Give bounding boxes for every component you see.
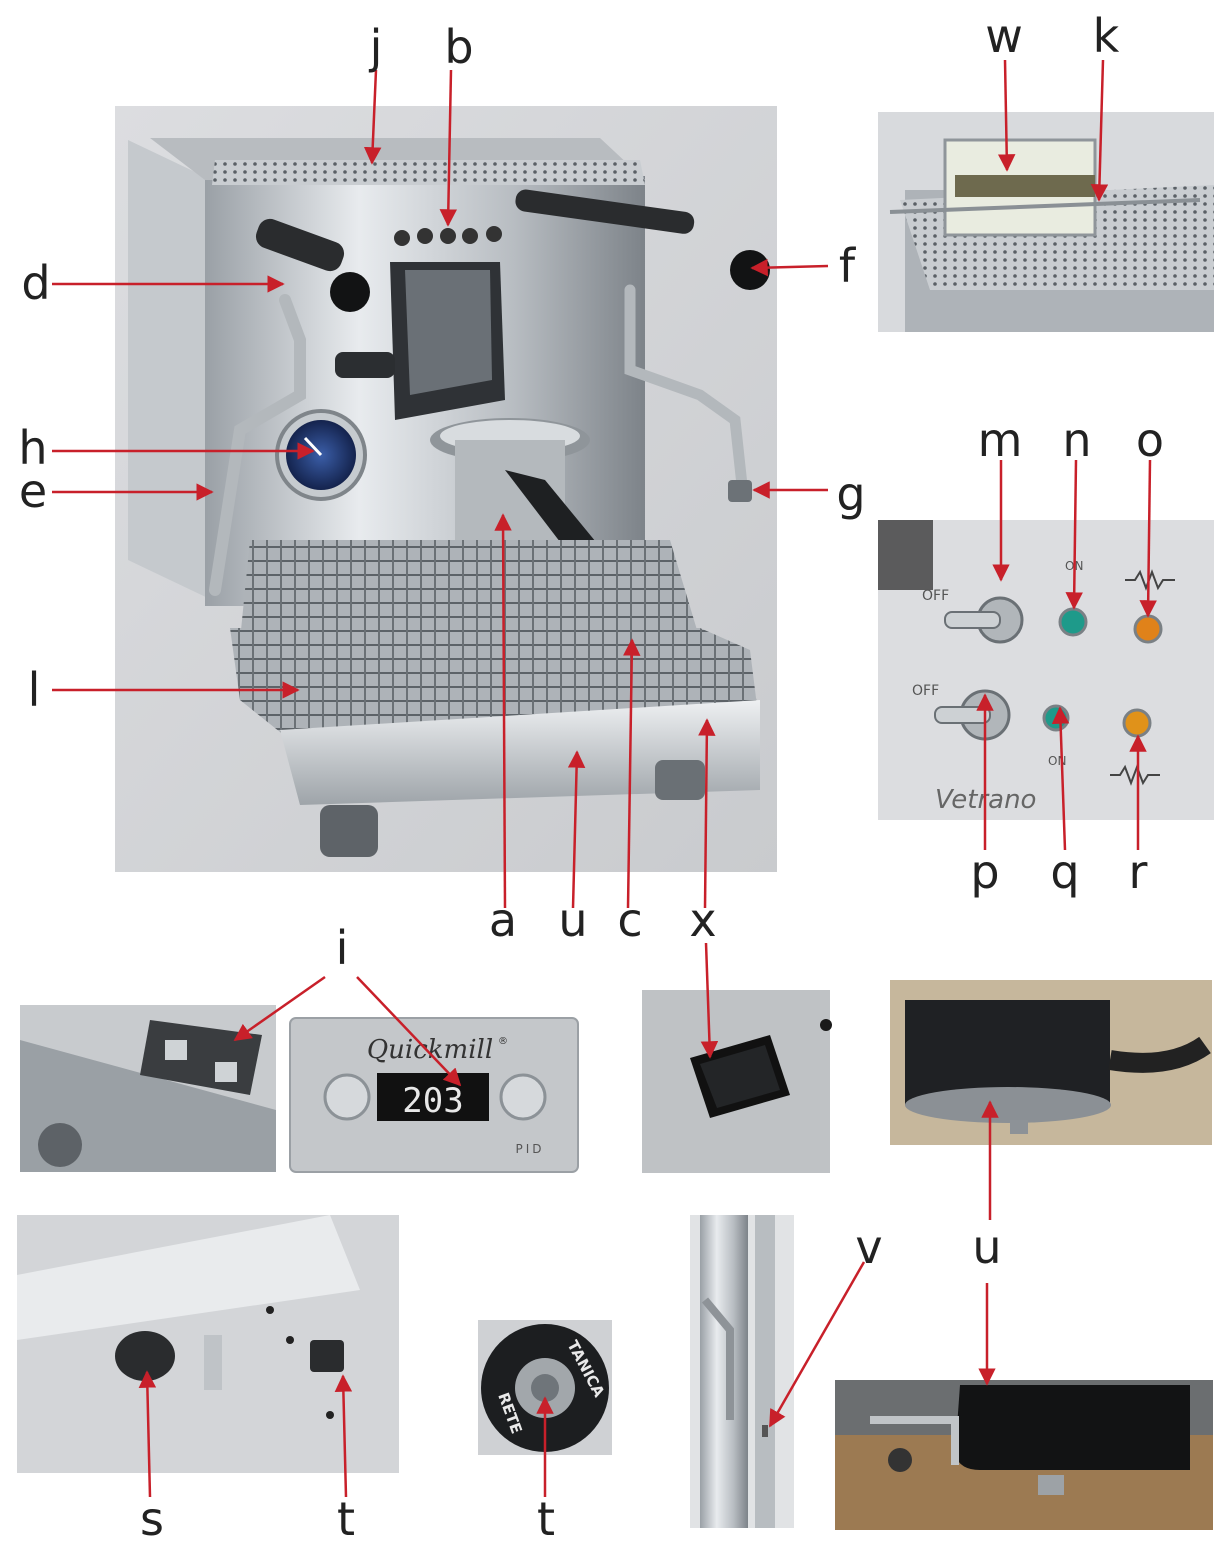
foot-photo (890, 980, 1212, 1145)
label-t-underside: t (336, 1492, 356, 1546)
label-b: b (444, 20, 474, 74)
label-i: i (335, 921, 349, 975)
label-f: f (838, 239, 856, 293)
foot-detail-photo (835, 1380, 1213, 1530)
label-o: o (1135, 413, 1165, 467)
switch-panel-photo: OFF OFF ON ON Vetrano (878, 520, 1214, 820)
label-u-foot: u (972, 1220, 1002, 1274)
pointer-arrows (52, 59, 1157, 1498)
label-a: a (488, 893, 518, 947)
label-x: x (689, 893, 717, 947)
quickmill-registered-mark: ® (498, 1036, 508, 1047)
label-g: g (836, 467, 866, 521)
label-r: r (1128, 845, 1148, 899)
label-h: h (18, 421, 48, 475)
on-label-bottom: ON (1048, 754, 1066, 768)
label-j: j (369, 20, 383, 74)
label-v: v (855, 1220, 883, 1274)
control-buttons (394, 226, 502, 246)
main-machine-photo (115, 106, 777, 872)
power-switch-photo (642, 990, 832, 1173)
label-s: s (140, 1492, 164, 1546)
label-d: d (21, 256, 51, 310)
label-c: c (617, 893, 643, 947)
label-t-selector: t (536, 1492, 556, 1546)
label-k: k (1092, 9, 1120, 63)
label-q: q (1050, 845, 1080, 899)
quickmill-brand-text: Quickmill (367, 1035, 493, 1065)
reservoir-photo (878, 112, 1214, 332)
side-view-photo (690, 1215, 794, 1528)
label-u: u (558, 893, 588, 947)
label-w: w (985, 9, 1023, 63)
pid-temperature-readout: 203 (402, 1081, 463, 1121)
underside-photo (17, 1215, 399, 1473)
label-n: n (1062, 413, 1092, 467)
heating-element-photo (20, 1005, 276, 1172)
switch-off-label-top: OFF (922, 588, 949, 604)
label-m: m (977, 413, 1023, 467)
label-l: l (27, 663, 41, 717)
label-p: p (970, 845, 1000, 899)
label-e: e (18, 464, 48, 518)
switch-off-label-bottom: OFF (912, 683, 939, 699)
pid-label-text: PID (515, 1142, 544, 1156)
pid-display-photo: 203 Quickmill ® PID (289, 1017, 579, 1173)
